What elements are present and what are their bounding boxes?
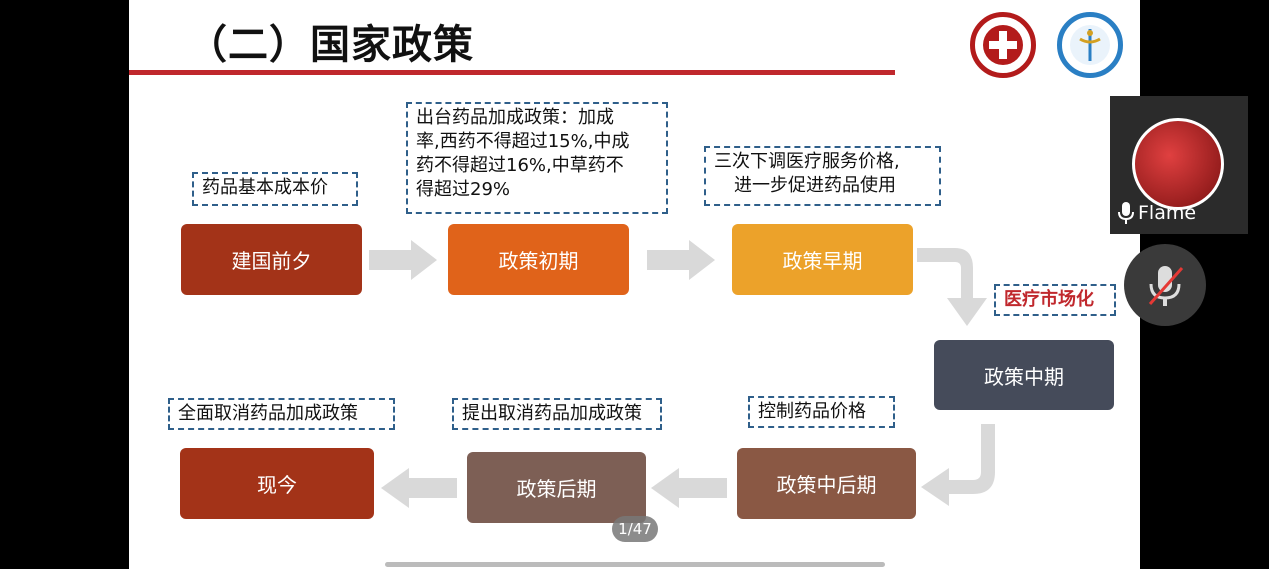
note-drug-markup-policy: 出台药品加成政策：加成 率,西药不得超过15%,中成 药不得超过16%,中草药不… <box>406 102 668 214</box>
mic-muted-icon <box>1148 266 1184 306</box>
arrow-left-2-icon <box>381 468 457 508</box>
stage-policy-middle: 政策中期 <box>934 340 1114 410</box>
avatar <box>1132 118 1224 210</box>
hospital-logo-icon <box>970 12 1036 78</box>
participant-video-tile[interactable]: Flame <box>1110 96 1248 234</box>
arrow-left-1-icon <box>651 468 727 508</box>
university-logo-icon <box>1057 12 1123 78</box>
scroll-handle[interactable] <box>385 562 885 567</box>
note-medical-marketization: 医疗市场化 <box>994 284 1116 316</box>
presentation-slide: （二）国家政策 药品基本成本价 出台药品加成政策：加成 率,西药不得超过15%,… <box>129 0 1140 569</box>
stage-present: 现今 <box>180 448 374 519</box>
arrow-curve-down-1-icon <box>917 248 987 326</box>
slide-title: （二）国家政策 <box>187 22 474 68</box>
stage-policy-initial: 政策初期 <box>448 224 629 295</box>
note-base-cost-price: 药品基本成本价 <box>192 172 358 206</box>
mute-toggle-button[interactable] <box>1124 244 1206 326</box>
arrow-right-2-icon <box>647 240 715 280</box>
arrow-right-1-icon <box>369 240 437 280</box>
note-control-drug-price: 控制药品价格 <box>748 396 895 428</box>
arrow-curve-down-2-icon <box>921 424 995 506</box>
stage-policy-mid-late: 政策中后期 <box>737 448 916 519</box>
participant-name-label: Flame <box>1118 202 1196 224</box>
mic-icon <box>1118 202 1134 224</box>
stage-policy-early: 政策早期 <box>732 224 913 295</box>
note-propose-cancel-markup: 提出取消药品加成政策 <box>452 398 662 430</box>
page-indicator: 1/47 <box>612 516 658 542</box>
stage-policy-late: 政策后期 <box>467 452 646 523</box>
note-service-price-cut: 三次下调医疗服务价格, 进一步促进药品使用 <box>704 146 941 206</box>
note-fully-cancel-markup: 全面取消药品加成政策 <box>168 398 395 430</box>
stage-pre-founding: 建国前夕 <box>181 224 362 295</box>
title-underline <box>129 70 895 75</box>
